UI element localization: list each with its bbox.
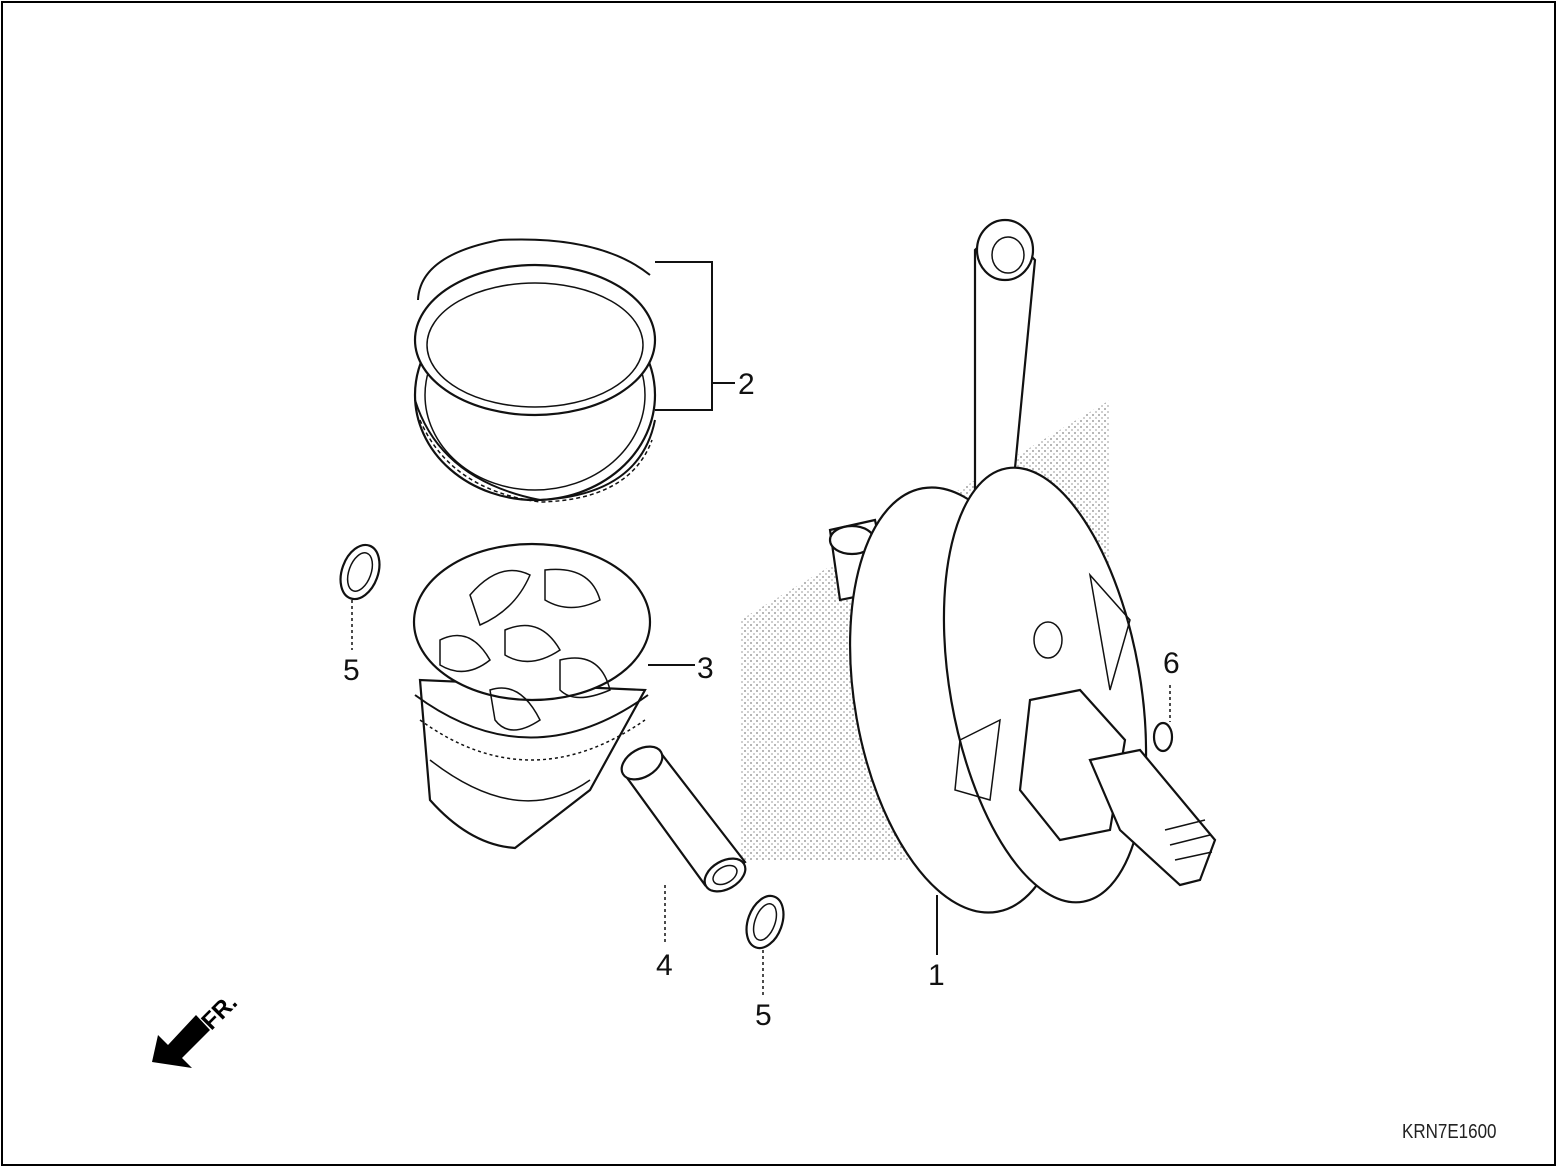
crankshaft[interactable] bbox=[819, 218, 1217, 930]
piston-pin-clip-left[interactable] bbox=[334, 540, 387, 605]
callout-label-4[interactable]: 4 bbox=[656, 949, 673, 982]
piston[interactable] bbox=[412, 542, 652, 850]
piston-pin-clip-right[interactable] bbox=[740, 891, 790, 953]
callout-label-5-right[interactable]: 5 bbox=[755, 999, 772, 1032]
callout-label-5-left[interactable]: 5 bbox=[343, 654, 360, 687]
callout-label-1[interactable]: 1 bbox=[928, 959, 945, 992]
piston-ring-set[interactable] bbox=[413, 238, 657, 503]
piston-pin[interactable] bbox=[616, 740, 751, 898]
woodruff-key[interactable] bbox=[1152, 721, 1174, 753]
front-direction-arrow-icon bbox=[152, 1015, 210, 1068]
callout-label-6[interactable]: 6 bbox=[1163, 647, 1180, 680]
callout-leader-2 bbox=[655, 261, 713, 411]
diagram-code: KRN7E1600 bbox=[1402, 1121, 1497, 1143]
callout-label-3[interactable]: 3 bbox=[697, 652, 714, 685]
callout-label-2[interactable]: 2 bbox=[738, 368, 755, 401]
